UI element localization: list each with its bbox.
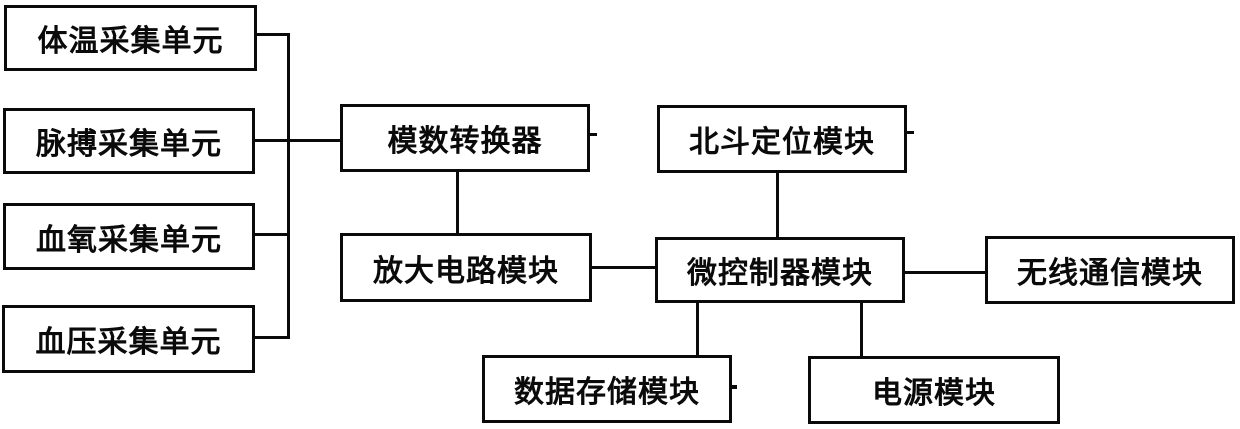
connector-mcu-to-wireless xyxy=(905,271,985,274)
tick-artifact xyxy=(590,133,597,136)
node-amplifier-circuit-module: 放大电路模块 xyxy=(340,233,592,302)
node-blood-pressure-collection-unit: 血压采集单元 xyxy=(2,305,255,373)
connector-spo2-to-bus xyxy=(255,233,290,236)
node-data-storage-module: 数据存储模块 xyxy=(482,355,732,423)
node-wireless-communication-module: 无线通信模块 xyxy=(985,236,1235,304)
node-beidou-positioning-module: 北斗定位模块 xyxy=(657,105,907,173)
node-pulse-collection-unit: 脉搏采集单元 xyxy=(3,108,255,174)
node-blood-oxygen-collection-unit: 血氧采集单元 xyxy=(3,203,255,270)
node-microcontroller-module: 微控制器模块 xyxy=(655,237,905,303)
node-power-supply-module: 电源模块 xyxy=(808,356,1060,424)
connector-temp-to-bus xyxy=(257,33,290,36)
tick-artifact xyxy=(732,385,737,389)
tick-artifact xyxy=(907,131,914,134)
connector-pulse-to-adc xyxy=(255,139,340,142)
connector-beidou-to-mcu xyxy=(776,173,779,237)
connector-adc-to-amp xyxy=(456,172,459,235)
node-analog-digital-converter: 模数转换器 xyxy=(340,104,590,172)
connector-collection-bus xyxy=(287,33,290,339)
connector-bp-to-bus xyxy=(255,336,290,339)
connector-mcu-to-power xyxy=(860,303,863,356)
node-temperature-collection-unit: 体温采集单元 xyxy=(4,5,257,71)
connector-amp-to-mcu xyxy=(592,266,655,269)
connector-mcu-to-storage xyxy=(696,303,699,355)
